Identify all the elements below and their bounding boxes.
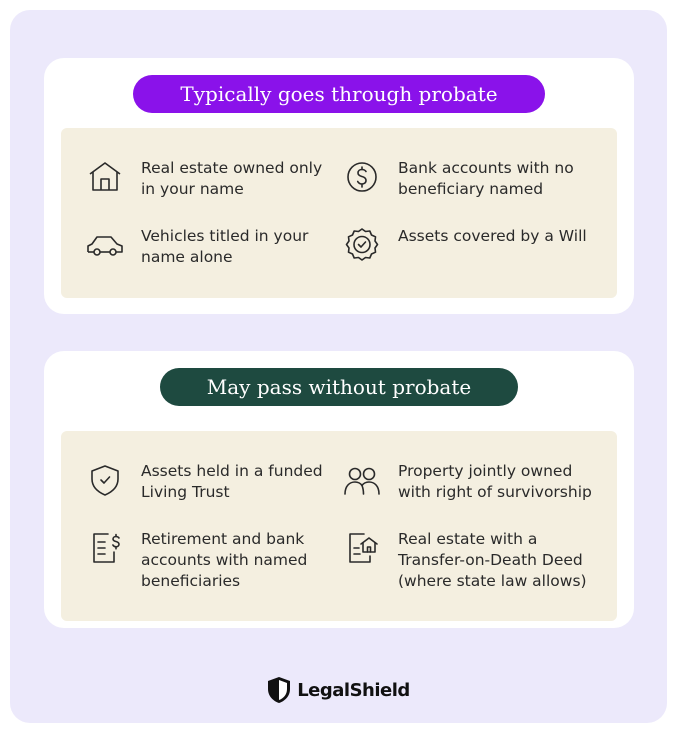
seal-check-icon [342, 225, 382, 265]
no-probate-item-label: Assets held in a funded Living Trust [141, 462, 323, 501]
document-house-icon [342, 528, 382, 568]
infographic-background: Typically goes through probate Real esta… [10, 10, 667, 723]
footer-logo: LegalShield [10, 674, 667, 706]
probate-title-pill: Typically goes through probate [133, 75, 545, 113]
probate-item-bank-accounts: Bank accounts with no beneficiary named [342, 158, 592, 200]
probate-item-vehicles: Vehicles titled in your name alone [85, 226, 335, 268]
document-dollar-icon [85, 528, 125, 568]
probate-panel: Real estate owned only in your name Bank… [61, 128, 617, 298]
no-probate-title-pill: May pass without probate [160, 368, 518, 406]
house-icon [85, 157, 125, 197]
probate-card: Typically goes through probate Real esta… [44, 58, 634, 314]
no-probate-panel: Assets held in a funded Living Trust Pro… [61, 431, 617, 621]
people-icon [342, 460, 382, 500]
shield-logo-icon [268, 677, 291, 703]
no-probate-card: May pass without probate Assets held in … [44, 351, 634, 628]
no-probate-item-label: Retirement and bank accounts with named … [141, 530, 308, 590]
no-probate-item-label: Property jointly owned with right of sur… [398, 462, 592, 501]
probate-item-label: Assets covered by a Will [398, 227, 587, 245]
car-icon [85, 225, 125, 265]
brand-name: LegalShield [297, 679, 410, 701]
no-probate-item-retirement: Retirement and bank accounts with named … [85, 529, 335, 592]
no-probate-item-tod-deed: Real estate with a Transfer-on-Death Dee… [342, 529, 592, 592]
probate-title: Typically goes through probate [180, 82, 498, 106]
probate-item-label: Bank accounts with no beneficiary named [398, 159, 574, 198]
no-probate-item-living-trust: Assets held in a funded Living Trust [85, 461, 335, 503]
probate-item-will: Assets covered by a Will [342, 226, 592, 265]
probate-item-real-estate: Real estate owned only in your name [85, 158, 335, 200]
dollar-coin-icon [342, 157, 382, 197]
probate-item-label: Vehicles titled in your name alone [141, 227, 309, 266]
no-probate-item-joint-property: Property jointly owned with right of sur… [342, 461, 592, 503]
shield-check-icon [85, 460, 125, 500]
probate-item-label: Real estate owned only in your name [141, 159, 323, 198]
no-probate-title: May pass without probate [206, 375, 472, 399]
no-probate-item-label: Real estate with a Transfer-on-Death Dee… [398, 530, 587, 590]
